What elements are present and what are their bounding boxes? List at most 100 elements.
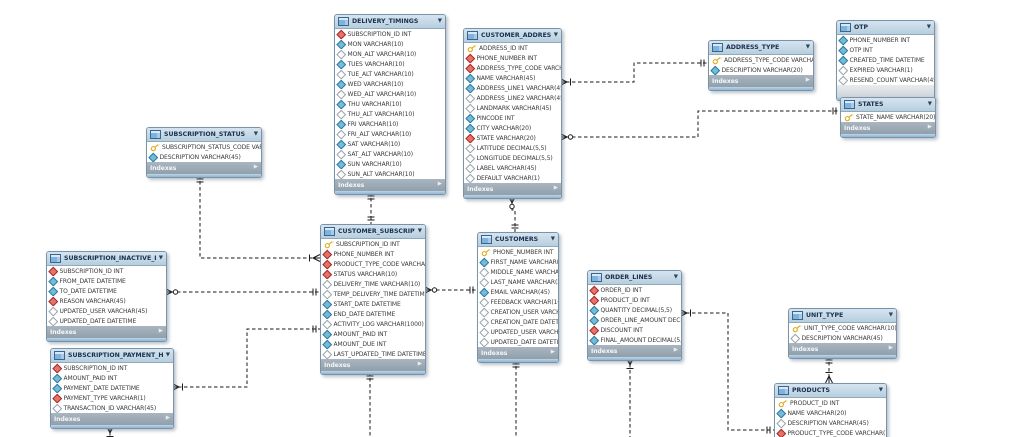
indexes-footer[interactable]: Indexes▶ (709, 75, 813, 87)
column-row[interactable]: FRI_ALT VARCHAR(10) (335, 129, 445, 139)
column-row[interactable]: LANDMARK VARCHAR(45) (464, 103, 561, 113)
indexes-footer[interactable]: Indexes▶ (789, 343, 896, 355)
collapse-arrow-icon[interactable]: ▼ (927, 100, 932, 107)
column-row[interactable]: PRODUCT_ID INT (588, 295, 681, 305)
expand-indexes-icon[interactable]: ▶ (253, 164, 258, 171)
column-row[interactable]: DISCOUNT INT (588, 325, 681, 335)
column-row[interactable]: ACTIVITY_LOG VARCHAR(1000) (321, 319, 425, 329)
column-row[interactable]: WED_ALT VARCHAR(10) (335, 89, 445, 99)
column-row[interactable]: PAYMENT_TYPE VARCHAR(1) (51, 393, 173, 403)
table-header[interactable]: DELIVERY_TIMINGS▼ (335, 15, 445, 29)
column-row[interactable]: PRODUCT_TYPE_CODE VARCHAR(10) (775, 428, 886, 437)
table-states[interactable]: STATES▼STATE_NAME VARCHAR(20)Indexes▶ (840, 97, 936, 138)
column-row[interactable]: LAST_UPDATED_TIME DATETIME (321, 349, 425, 359)
expand-indexes-icon[interactable]: ▶ (553, 185, 558, 192)
collapse-arrow-icon[interactable]: ▼ (888, 311, 893, 318)
table-customer_subscriptions[interactable]: CUSTOMER_SUBSCRIPTIONS▼SUBSCRIPTION_ID I… (320, 224, 426, 375)
expand-indexes-icon[interactable]: ▶ (888, 345, 893, 352)
collapse-arrow-icon[interactable]: ▼ (158, 254, 163, 261)
expand-indexes-icon[interactable]: ▶ (805, 77, 810, 84)
column-row[interactable]: PHONE_NUMBER INT (464, 53, 561, 63)
collapse-arrow-icon[interactable]: ▼ (550, 235, 555, 242)
column-row[interactable]: NAME VARCHAR(45) (464, 73, 561, 83)
column-row[interactable]: ORDER_LINE_AMOUNT DECIMAL(5,5) (588, 315, 681, 325)
column-row[interactable]: ADDRESS_ID INT (464, 43, 561, 53)
column-row[interactable]: FROM_DATE DATETIME (47, 276, 166, 286)
indexes-footer[interactable]: Indexes▶ (321, 359, 425, 371)
indexes-footer[interactable]: Indexes▶ (464, 183, 561, 195)
table-header[interactable]: OTP▼ (837, 21, 934, 35)
column-row[interactable]: CREATION_DATE DATETIME (478, 317, 558, 327)
indexes-footer[interactable]: Indexes▶ (51, 413, 173, 425)
column-row[interactable]: UPDATED_USER VARCHAR(45) (47, 306, 166, 316)
collapse-arrow-icon[interactable]: ▼ (805, 43, 810, 50)
column-row[interactable]: UPDATED_DATE DATETIME (478, 337, 558, 347)
table-header[interactable]: STATES▼ (841, 98, 935, 112)
indexes-footer[interactable]: Indexes▶ (147, 162, 261, 174)
column-row[interactable]: DESCRIPTION VARCHAR(20) (709, 65, 813, 75)
column-row[interactable]: TUE_ALT VARCHAR(10) (335, 69, 445, 79)
collapse-arrow-icon[interactable]: ▼ (253, 130, 258, 137)
column-row[interactable]: PHONE_NUMBER INT (478, 247, 558, 257)
column-row[interactable]: LONGITUDE DECIMAL(5,5) (464, 153, 561, 163)
table-subscription_status[interactable]: SUBSCRIPTION_STATUS▼SUBSCRIPTION_STATUS_… (146, 127, 262, 178)
indexes-footer[interactable]: Indexes▶ (588, 345, 681, 357)
column-row[interactable]: CITY VARCHAR(20) (464, 123, 561, 133)
column-row[interactable]: FRI VARCHAR(10) (335, 119, 445, 129)
column-row[interactable]: SAT_ALT VARCHAR(10) (335, 149, 445, 159)
column-row[interactable]: MIDDLE_NAME VARCHAR(20) (478, 267, 558, 277)
expand-indexes-icon[interactable]: ▶ (673, 347, 678, 354)
column-row[interactable]: CREATED_TIME DATETIME (837, 55, 934, 65)
column-row[interactable]: ORDER_ID INT (588, 285, 681, 295)
table-address_type[interactable]: ADDRESS_TYPE▼ADDRESS_TYPE_CODE VARCHAR(1… (708, 40, 814, 91)
column-row[interactable]: TUES VARCHAR(10) (335, 59, 445, 69)
column-row[interactable]: UPDATED_USER VARCHAR(20) (478, 327, 558, 337)
table-subscription_inactive_days[interactable]: SUBSCRIPTION_INACTIVE_DAYS▼SUBSCRIPTION_… (46, 251, 167, 342)
column-row[interactable]: PHONE_NUMBER INT (837, 35, 934, 45)
column-row[interactable]: TO_DATE DATETIME (47, 286, 166, 296)
expand-indexes-icon[interactable]: ▶ (417, 361, 422, 368)
column-row[interactable]: WED VARCHAR(10) (335, 79, 445, 89)
column-row[interactable]: SAT VARCHAR(10) (335, 139, 445, 149)
column-row[interactable]: DESCRIPTION VARCHAR(45) (789, 333, 896, 343)
column-row[interactable]: PHONE_NUMBER INT (321, 249, 425, 259)
collapse-arrow-icon[interactable]: ▼ (165, 351, 170, 358)
column-row[interactable]: SUN_ALT VARCHAR(10) (335, 169, 445, 179)
table-header[interactable]: CUSTOMERS▼ (478, 233, 558, 247)
table-header[interactable]: SUBSCRIPTION_PAYMENT_HISTORY▼ (51, 349, 173, 363)
column-row[interactable]: DEFAULT VARCHAR(1) (464, 173, 561, 183)
table-header[interactable]: SUBSCRIPTION_INACTIVE_DAYS▼ (47, 252, 166, 266)
table-header[interactable]: CUSTOMER_ADDRESS▼ (464, 29, 561, 43)
column-row[interactable]: REASON VARCHAR(45) (47, 296, 166, 306)
indexes-footer[interactable]: Indexes▶ (335, 179, 445, 191)
column-row[interactable]: PAYMENT_DATE DATETIME (51, 383, 173, 393)
table-header[interactable]: ORDER_LINES▼ (588, 271, 681, 285)
expand-indexes-icon[interactable]: ▶ (165, 415, 170, 422)
column-row[interactable]: LAST_NAME VARCHAR(20) (478, 277, 558, 287)
table-header[interactable]: UNIT_TYPE▼ (789, 309, 896, 323)
column-row[interactable]: MON VARCHAR(10) (335, 39, 445, 49)
column-row[interactable]: THU VARCHAR(10) (335, 99, 445, 109)
column-row[interactable]: FEEDBACK VARCHAR(1000) (478, 297, 558, 307)
column-row[interactable]: FIRST_NAME VARCHAR(20) (478, 257, 558, 267)
collapse-arrow-icon[interactable]: ▼ (673, 273, 678, 280)
indexes-footer[interactable]: Indexes▶ (47, 326, 166, 338)
column-row[interactable]: UNIT_TYPE_CODE VARCHAR(10) (789, 323, 896, 333)
column-row[interactable]: EMAIL VARCHAR(45) (478, 287, 558, 297)
table-header[interactable]: SUBSCRIPTION_STATUS▼ (147, 128, 261, 142)
column-row[interactable]: ADDRESS_LINE1 VARCHAR(45) (464, 83, 561, 93)
column-row[interactable]: ADDRESS_TYPE_CODE VARCHAR(10) (709, 55, 813, 65)
column-row[interactable]: LATITUDE DECIMAL(5,5) (464, 143, 561, 153)
column-row[interactable]: SUBSCRIPTION_STATUS_CODE VARCHAR(10) (147, 142, 261, 152)
column-row[interactable]: SUBSCRIPTION_ID INT (51, 363, 173, 373)
table-subscription_payment_history[interactable]: SUBSCRIPTION_PAYMENT_HISTORY▼SUBSCRIPTIO… (50, 348, 174, 429)
column-row[interactable]: THU_ALT VARCHAR(10) (335, 109, 445, 119)
expand-indexes-icon[interactable]: ▶ (158, 328, 163, 335)
column-row[interactable]: MON_ALT VARCHAR(10) (335, 49, 445, 59)
column-row[interactable]: PINCODE INT (464, 113, 561, 123)
